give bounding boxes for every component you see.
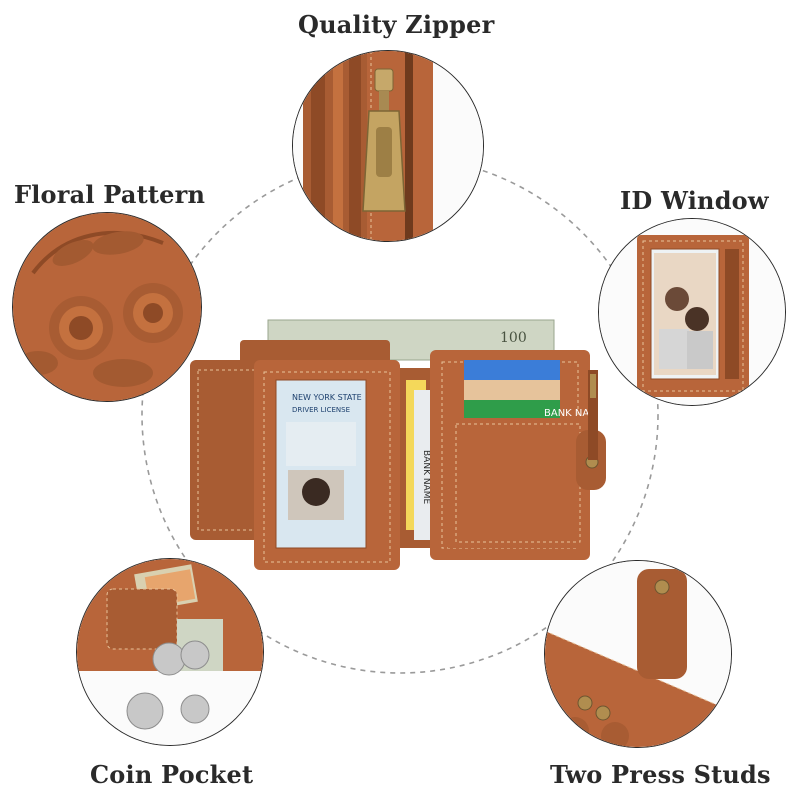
floral-pattern-closeup-image [13,213,201,401]
id-window-closeup-circle [598,218,786,406]
label-coin-pocket: Coin Pocket [90,760,254,789]
license-state: NEW YORK STATE [292,393,362,402]
zipper-closeup-image [293,51,483,241]
id-window-closeup-image [599,219,785,405]
label-id-window: ID Window [620,186,769,215]
wallet-main-image: 100 NEW YORK STATE DRIVER LICENSE BANK N… [190,319,606,570]
coin-pocket-closeup-image [77,559,263,745]
bill-denomination: 100 [500,330,527,346]
coin-pocket-closeup-circle [76,558,264,746]
press-studs-closeup-image [545,561,731,747]
label-two-press-studs: Two Press Studs [550,760,771,789]
label-quality-zipper: Quality Zipper [298,10,495,39]
license-type: DRIVER LICENSE [292,406,350,414]
floral-pattern-closeup-circle [12,212,202,402]
bank-name-vertical: BANK NAME [421,450,431,504]
zipper-closeup-circle [292,50,484,242]
label-floral-pattern: Floral Pattern [14,180,206,209]
press-studs-closeup-circle [544,560,732,748]
bank-name-horizontal: BANK NAME [544,408,604,419]
